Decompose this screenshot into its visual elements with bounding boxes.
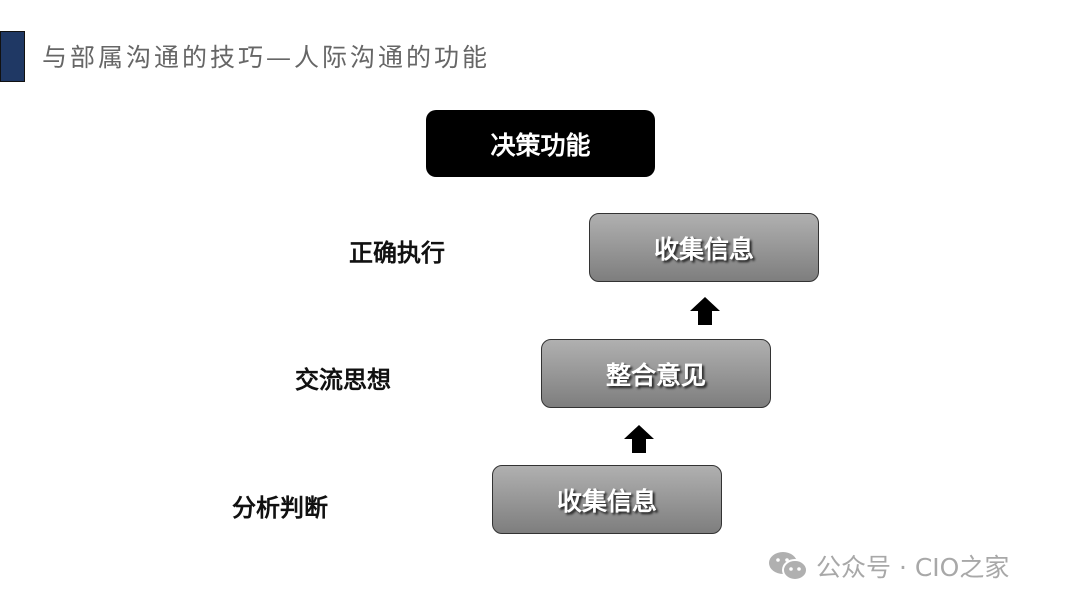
step-box-top: 收集信息 (589, 213, 819, 282)
step-label-analyze: 分析判断 (232, 494, 328, 522)
up-arrow-icon (624, 425, 654, 453)
step-box-bottom: 收集信息 (492, 465, 722, 534)
page-title: 与部属沟通的技巧—人际沟通的功能 (42, 43, 491, 72)
wechat-icon (769, 552, 808, 581)
title-accent-bar (0, 31, 25, 82)
watermark-text: 公众号 · CIO之家 (816, 553, 1010, 582)
step-label-execute: 正确执行 (349, 239, 445, 267)
decision-function-box: 决策功能 (426, 110, 655, 177)
up-arrow-icon (690, 297, 720, 325)
watermark: 公众号 · CIO之家 (768, 548, 1009, 584)
step-label-exchange: 交流思想 (295, 366, 391, 394)
step-box-middle: 整合意见 (541, 339, 771, 408)
